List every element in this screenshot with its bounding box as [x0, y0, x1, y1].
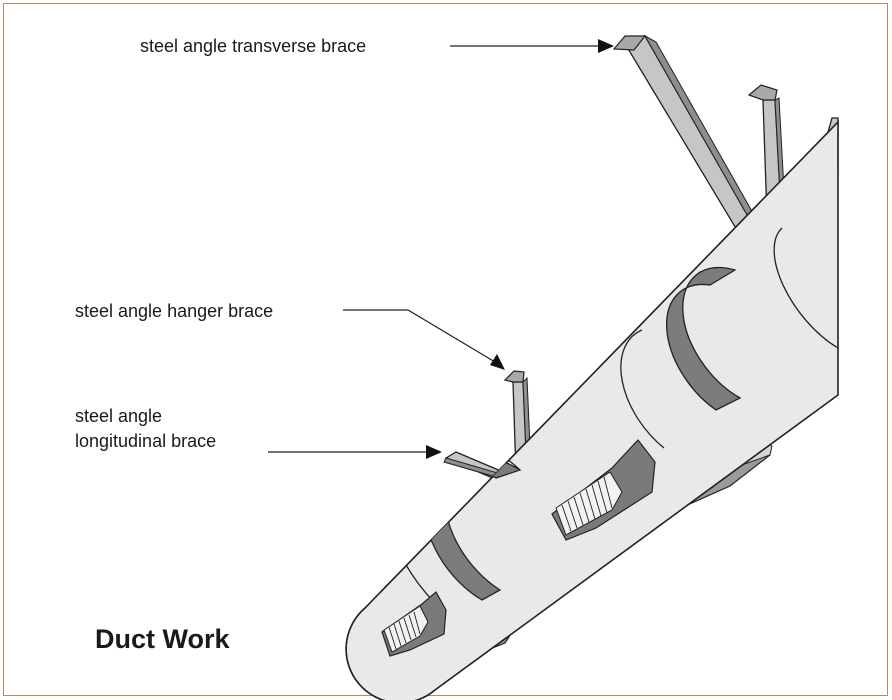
label-longitudinal-brace-line1: steel angle — [75, 406, 163, 426]
duct-joint — [620, 329, 665, 449]
arrow-icon — [598, 39, 614, 53]
label-transverse-brace: steel angle transverse brace — [140, 36, 367, 56]
grille-upper — [551, 439, 656, 541]
leader-longitudinal — [268, 445, 442, 459]
arrow-icon — [426, 445, 442, 459]
leader-transverse — [450, 39, 614, 53]
duct-end-cap — [345, 607, 436, 700]
label-hanger-brace: steel angle hanger brace — [75, 301, 274, 321]
grille-lower — [381, 591, 447, 657]
arrow-icon — [490, 354, 505, 370]
duct-joint — [773, 227, 838, 349]
duct-band-upper — [666, 266, 742, 411]
label-longitudinal-brace-line2: longitudinal brace — [75, 431, 217, 451]
leader-hanger — [343, 309, 505, 370]
diagram-title: Duct Work — [95, 624, 230, 654]
